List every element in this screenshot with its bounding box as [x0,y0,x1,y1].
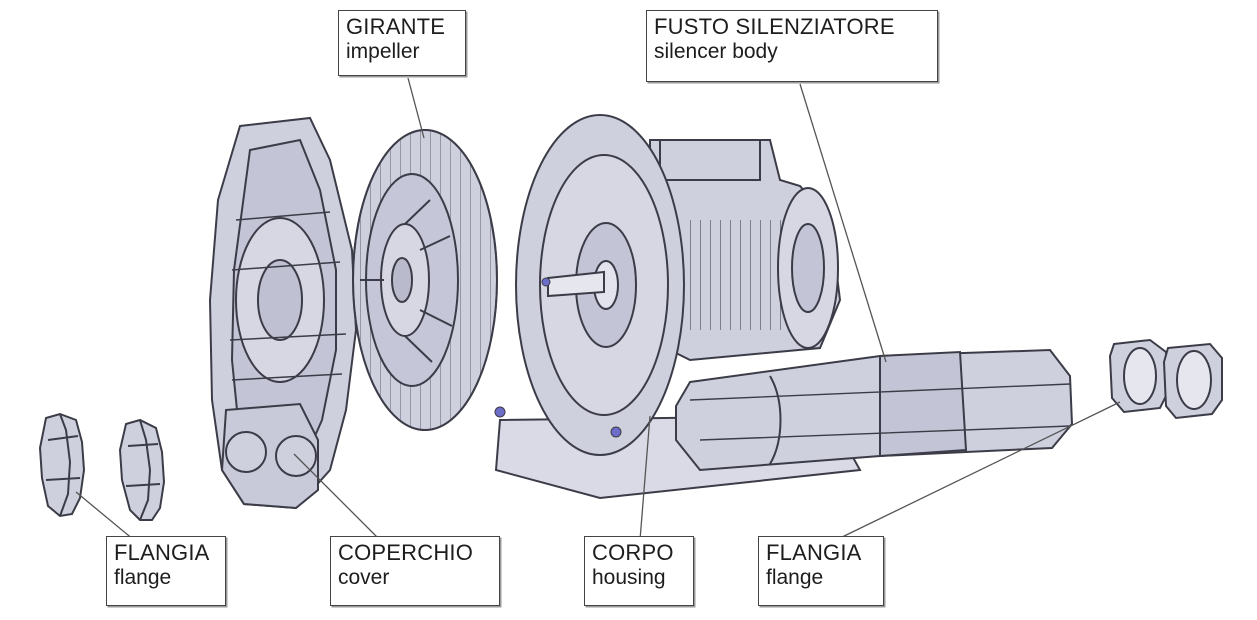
label-girante: GIRANTE impeller [338,10,466,76]
label-girante-en: impeller [346,40,420,63]
label-flangia-left-en: flange [114,566,172,589]
label-flangia-left-it: FLANGIA [114,540,210,565]
label-coperchio-en: cover [338,566,390,589]
label-corpo-en: housing [592,566,666,589]
silencer-part [675,348,1074,472]
right-flange-part [1108,338,1223,420]
left-flange-part [38,412,166,521]
label-flangia-right-en: flange [766,566,824,589]
leader-lines [75,77,1121,541]
cover-part [208,116,358,510]
impeller-part [352,129,498,431]
label-flangia-right-it: FLANGIA [766,540,862,565]
label-flangia-left: FLANGIA flange [106,536,226,606]
label-coperchio-it: COPERCHIO [338,540,474,565]
label-fusto-en: silencer body [654,40,778,63]
label-flangia-right: FLANGIA flange [758,536,884,606]
label-coperchio: COPERCHIO cover [330,536,500,606]
label-corpo: CORPO housing [584,536,694,606]
label-fusto-it: FUSTO SILENZIATORE [654,14,895,39]
label-fusto-silenziatore: FUSTO SILENZIATORE silencer body [646,10,938,82]
label-corpo-it: CORPO [592,540,674,565]
label-girante-it: GIRANTE [346,14,446,39]
